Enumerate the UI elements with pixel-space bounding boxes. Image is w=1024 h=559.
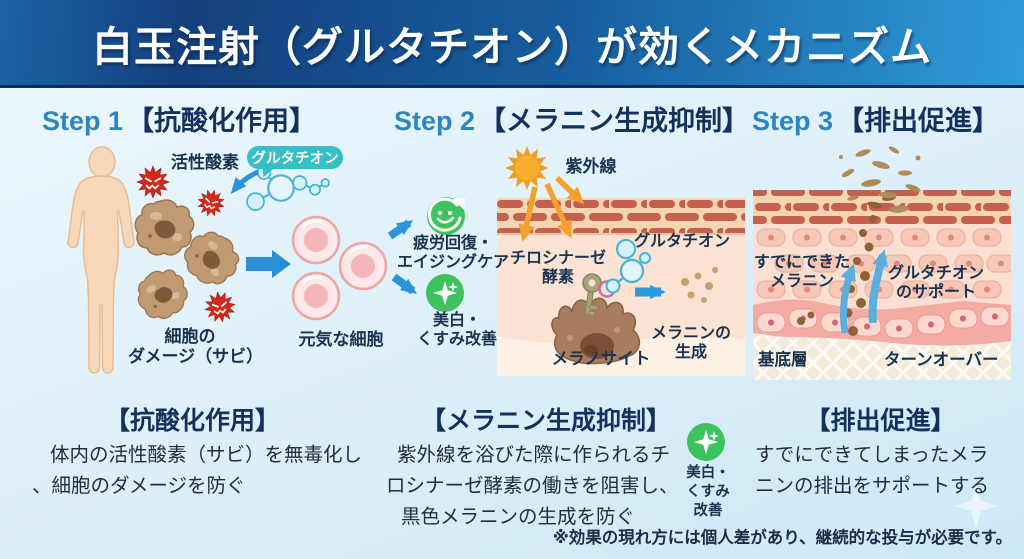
section3-heading: 【排出促進】	[805, 407, 956, 435]
section3-body-line2: ニンの排出をサポートする	[755, 475, 990, 497]
sparkle-icon-section2	[687, 423, 725, 461]
glutathione-label-step2: グルタチオン	[634, 233, 731, 250]
sparkle-icon	[426, 274, 464, 312]
active-oxygen-label: 活性酸素	[171, 153, 239, 172]
healthy-cells-label: 元気な細胞	[298, 330, 384, 349]
arrow-right-icon	[246, 250, 291, 278]
glutathione-molecule-icon	[245, 165, 331, 212]
footer-disclaimer: ※効果の現れ方には個人差があり、継続的な投与が必要です。	[552, 529, 1012, 547]
section1-body-line2: 、細胞のダメージを防ぐ	[32, 475, 246, 497]
cell-damage-label: 細胞の ダメージ（サビ）	[128, 327, 264, 367]
whitening-badge-label: 美白・ くすみ 改善	[686, 465, 730, 519]
existing-melanin-label: すでにできた メラニン	[753, 254, 851, 290]
section2-body-line2: ロシナーゼ酵素の働きを阻害し、	[386, 475, 679, 497]
tyrosinase-key-icon	[582, 273, 602, 316]
step2-title: 【メラニン生成抑制】	[479, 106, 750, 136]
turnover-label: ターンオーバー	[884, 351, 999, 369]
melanin-dots-icon	[681, 267, 718, 303]
section1-heading: 【抗酸化作用】	[104, 407, 280, 435]
section2-body-line1: 紫外線を浴びた際に作られるチ	[397, 444, 671, 466]
melanin-flakes-icon	[839, 146, 921, 213]
step3-title: 【排出促進】	[837, 106, 1000, 136]
tyrosinase-label: チロシナーゼ 酵素	[509, 250, 606, 286]
section2-heading: 【メラニン生成抑制】	[420, 407, 671, 435]
melanocyte-label: メラノサイト	[551, 350, 651, 368]
glutathione-molecule-small-icon	[605, 239, 651, 294]
uv-label: 紫外線	[565, 157, 617, 176]
step2-number: Step 2	[394, 106, 476, 136]
step2-illustration	[497, 146, 745, 376]
glutathione-badge: グルタチオン	[247, 146, 343, 177]
step3-number: Step 3	[752, 106, 834, 136]
title-bar: 白玉注射（グルタチオン）が効くメカニズム	[0, 0, 1024, 88]
step1-header: Step 1【抗酸化作用】	[42, 99, 316, 138]
melanocyte-icon	[551, 297, 641, 365]
human-silhouette-icon	[67, 146, 135, 374]
benefit2-label: 美白・ くすみ改善	[416, 312, 497, 348]
basal-layer-label: 基底層	[758, 351, 808, 369]
step1-title: 【抗酸化作用】	[127, 106, 317, 136]
glutathione-badge-label: グルタチオン	[251, 151, 339, 167]
section2-body-line3: 黒色メラニンの生成を防ぐ	[401, 506, 636, 528]
decorative-sparkle-icon	[954, 484, 998, 528]
step3-header: Step 3【排出促進】	[752, 99, 999, 138]
melanin-generation-label: メラニンの 生成	[650, 325, 731, 361]
glutathione-support-label: グルタチオン のサポート	[887, 265, 984, 301]
uv-rays-icon	[518, 176, 585, 242]
skin-cross-section-3	[753, 190, 1011, 380]
step1-illustration	[128, 165, 465, 328]
recovery-smiley-icon	[427, 197, 465, 235]
sun-icon	[505, 146, 549, 190]
arrow-up-right-icon	[387, 219, 414, 240]
step2-header: Step 2【メラニン生成抑制】	[394, 99, 749, 138]
section1-body-line1: 体内の活性酸素（サビ）を無毒化し	[50, 444, 363, 466]
section3-body-line1: すでにできてしまったメラ	[755, 444, 989, 466]
step3-illustration	[753, 146, 1011, 380]
melanin-trail-icon	[797, 195, 896, 336]
benefit1-label: 疲労回復・ エイジングケア	[396, 235, 509, 271]
arrow-down-right-icon	[391, 273, 418, 295]
arrow-up-icon	[839, 249, 888, 334]
page-title: 白玉注射（グルタチオン）が効くメカニズム	[92, 23, 932, 70]
healthy-cells-icon	[291, 215, 388, 321]
basal-layer-band	[753, 299, 1011, 346]
curved-arrow-icon	[230, 169, 260, 194]
step1-number: Step 1	[42, 106, 124, 136]
